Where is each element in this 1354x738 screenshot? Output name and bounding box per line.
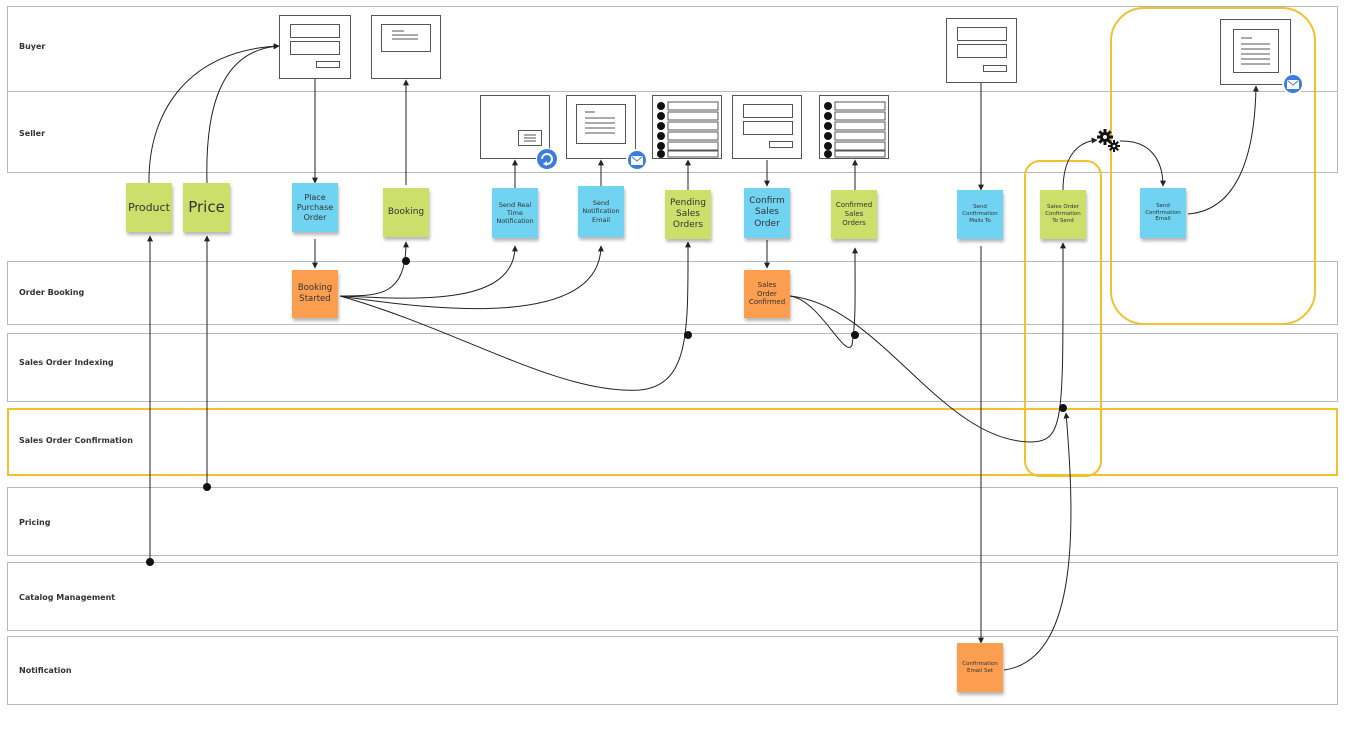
arrow-price-to-buyer-form [206,43,280,184]
lane-label-sales-order-confirmation: Sales Order Confirmation [19,436,133,445]
note-sales-order-confirmation-to-send[interactable]: Sales Order Confirmation To Send [1040,190,1086,239]
note-send-notification-email[interactable]: Send Notification Email [578,186,624,237]
note-send-real-time-notification[interactable]: Send Real Time Notification [492,188,538,238]
junction-dot [1059,404,1067,412]
note-product[interactable]: Product [126,183,172,232]
junction-dot [851,331,859,339]
junction-dot [203,483,211,491]
note-confirmed-sales-orders[interactable]: Confirmed Sales Orders [831,190,877,239]
junction-dot [402,257,410,265]
envelope-icon [626,149,648,171]
lane-label-seller: Seller [19,129,46,138]
highlight-group-confirmation [1024,160,1102,477]
envelope-icon [1282,73,1304,95]
arrow-email-set-to-confirmation-to-send [1003,412,1072,671]
lane-sales-order-confirmation [7,408,1338,476]
arrow-booking-started-to-realtime [339,245,518,299]
highlight-group-email [1110,7,1316,325]
gears-icon [1096,128,1122,154]
note-price[interactable]: Price [183,183,230,232]
note-booking-started[interactable]: Booking Started [292,270,338,318]
seller-confirm-form-wireframe[interactable] [732,95,802,159]
note-confirm-sales-order[interactable]: Confirm Sales Order [744,188,790,238]
note-pending-sales-orders[interactable]: Pending Sales Orders [665,190,711,239]
junction-dot [146,558,154,566]
note-place-purchase-order[interactable]: Place Purchase Order [292,183,338,232]
lane-pricing [7,487,1338,556]
arrow-send-email-to-buyer-doc [1187,85,1259,215]
note-send-confirmation-mails-to[interactable]: Send Confirmation Mails To [957,190,1003,239]
note-confirmation-email-set[interactable]: Confirmation Email Set [957,643,1003,692]
seller-notification-wireframe[interactable] [480,95,550,159]
seller-email-document-wireframe[interactable] [566,95,636,159]
seller-pending-list-wireframe[interactable] [652,95,722,159]
arrow-order-confirmed-to-confirmation-to-send [789,242,1067,443]
buyer-document-wireframe[interactable] [371,15,441,79]
junction-dot [684,331,692,339]
buyer-form-wireframe[interactable] [279,15,351,79]
arrow-product-to-buyer-form [148,43,280,184]
note-booking[interactable]: Booking [383,188,429,237]
lane-label-buyer: Buyer [19,42,46,51]
lane-catalog-management [7,562,1338,631]
lane-label-sales-order-indexing: Sales Order Indexing [19,358,114,367]
lane-label-notification: Notification [19,666,72,675]
arrow-gears-to-send-email [1119,140,1166,187]
seller-confirmed-list-wireframe[interactable] [819,95,889,159]
lane-label-pricing: Pricing [19,518,51,527]
arrow-booking-started-to-email [339,245,604,310]
lane-sales-order-indexing [7,333,1338,402]
note-sales-order-confirmed[interactable]: Sales Order Confirmed [744,270,790,318]
lane-label-catalog-management: Catalog Management [19,593,116,602]
lane-label-order-booking: Order Booking [19,288,85,297]
buyer-email-document-wireframe[interactable] [1220,19,1291,85]
arrow-confirmation-to-send-to-gears [1062,137,1098,191]
arrow-booking-started-to-pending [339,241,692,391]
buyer-confirmation-form-wireframe[interactable] [946,18,1017,83]
note-send-confirmation-email[interactable]: Send Confirmation Email [1140,188,1186,238]
lane-notification [7,636,1338,705]
arrow-booking-started-to-booking [339,241,409,297]
refresh-icon [536,148,558,170]
arrow-order-confirmed-to-confirmed-orders [789,247,859,348]
